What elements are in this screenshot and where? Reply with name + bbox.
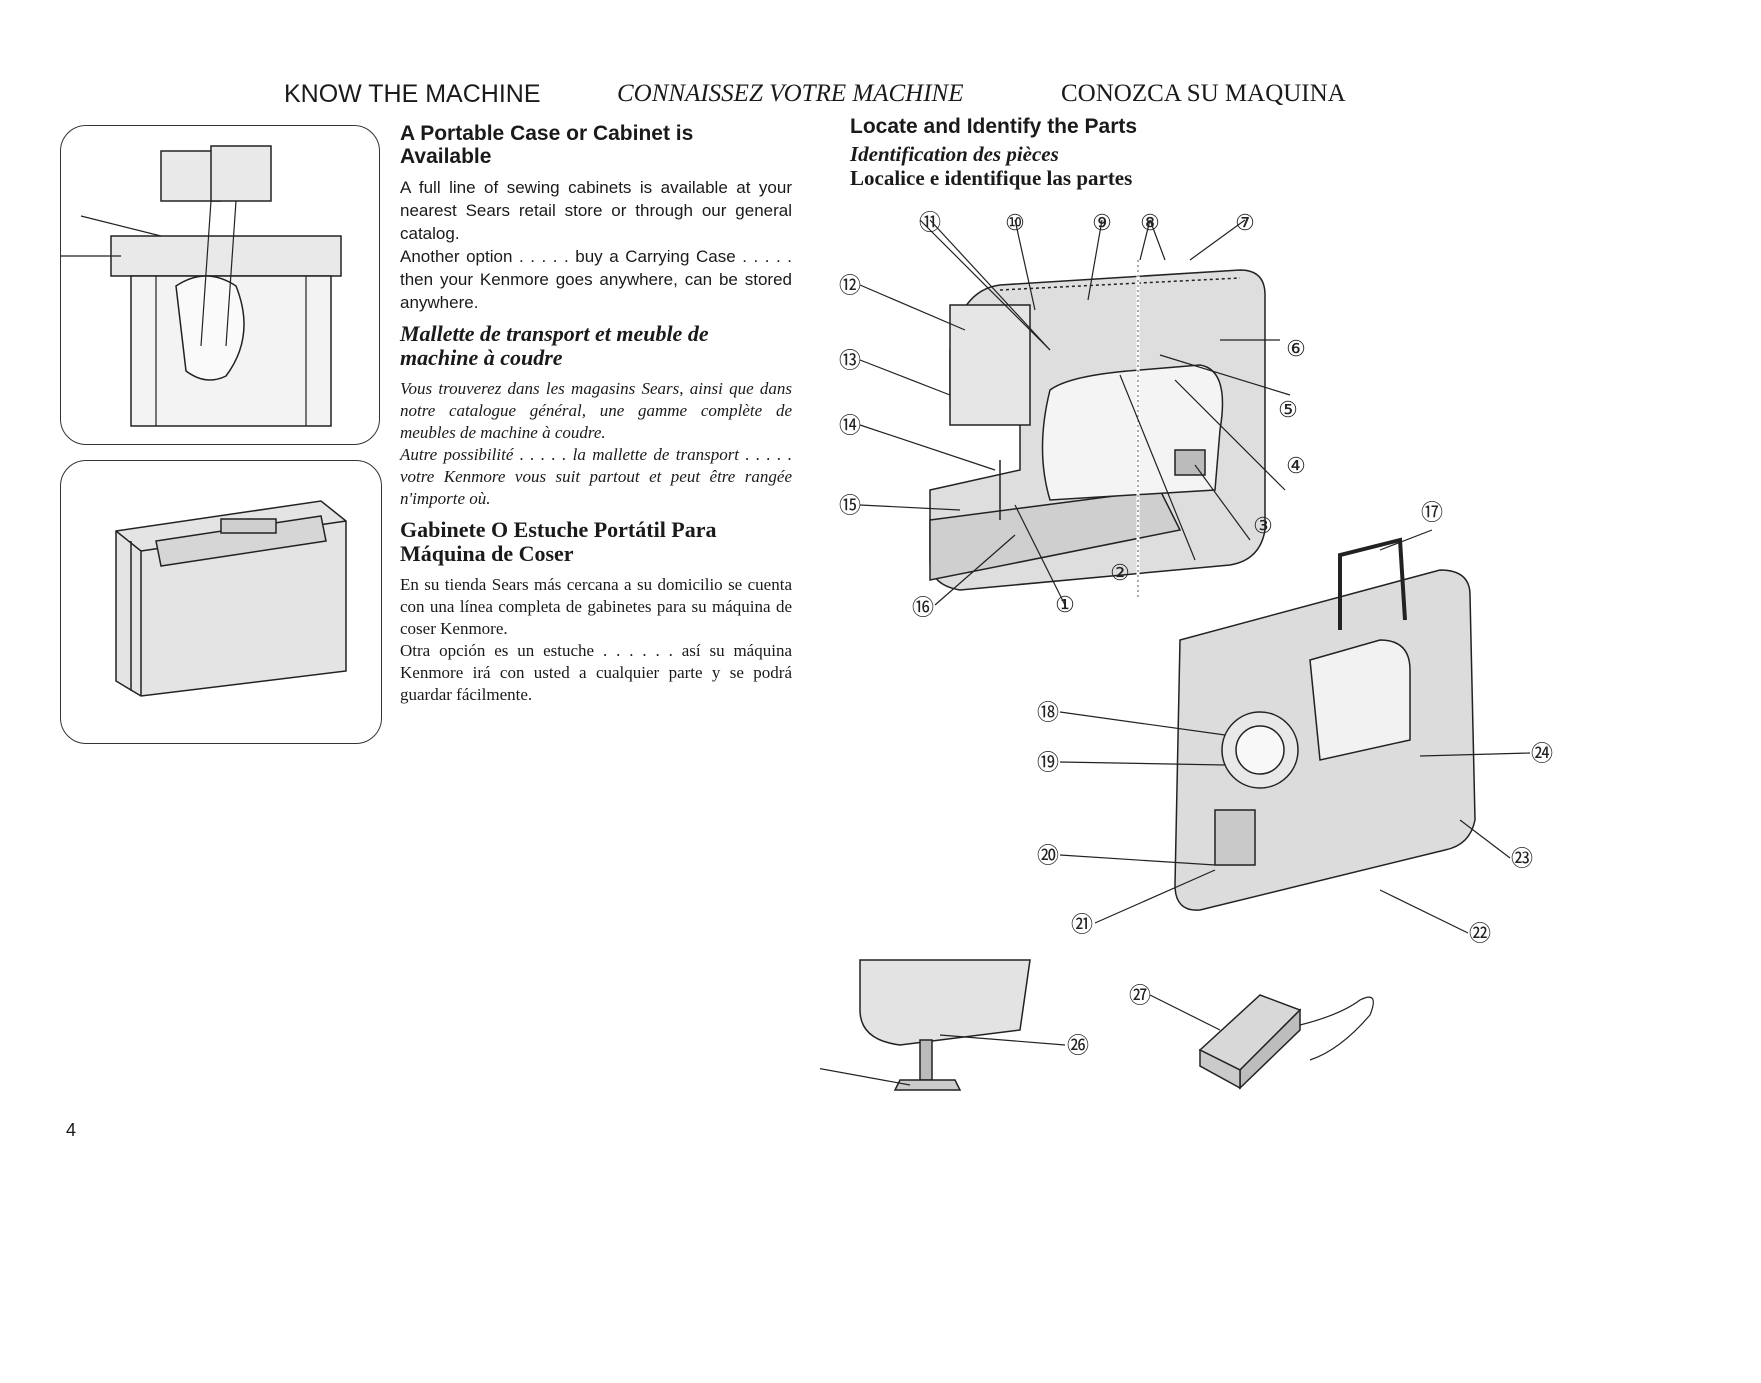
carrying-case-illustration-panel xyxy=(60,460,382,744)
carrying-case-illustration xyxy=(61,461,381,743)
page-number: 4 xyxy=(66,1120,76,1141)
callout-9: ⑨ xyxy=(1092,210,1112,235)
case-paragraph-spanish-1: En su tienda Sears más cercana a su domi… xyxy=(400,574,792,640)
callout-8: ⑧ xyxy=(1140,210,1160,235)
case-heading-english: A Portable Case or Cabinet is Available xyxy=(400,122,730,168)
callout-22: ㉒ xyxy=(1469,921,1491,946)
sewing-machine-front-view xyxy=(930,260,1265,600)
callout-18: ⑱ xyxy=(1037,700,1059,725)
presser-foot-detail xyxy=(860,960,1030,1090)
case-paragraph-french-2: Autre possibilité . . . . . la mallette … xyxy=(400,444,792,510)
case-paragraph-french-1: Vous trouverez dans les magasins Sears, … xyxy=(400,378,792,444)
cabinet-illustration xyxy=(61,126,379,444)
callout-24: ㉔ xyxy=(1531,741,1553,766)
callout-21: ㉑ xyxy=(1071,912,1093,937)
callout-13: ⑬ xyxy=(839,348,861,373)
case-paragraph-english-2: Another option . . . . . buy a Carrying … xyxy=(400,245,792,314)
header-spanish: CONOZCA SU MAQUINA xyxy=(1061,80,1346,108)
foot-controller xyxy=(1200,995,1373,1088)
parts-heading-french: Identification des pièces xyxy=(850,142,1059,167)
callout-10: ⑩ xyxy=(1005,210,1025,235)
parts-heading-english: Locate and Identify the Parts xyxy=(850,115,1137,139)
callout-12: ⑫ xyxy=(839,273,861,298)
callout-1: ① xyxy=(1055,592,1075,617)
case-paragraph-spanish-2: Otra opción es un estuche . . . . . . as… xyxy=(400,640,792,706)
callout-27: ㉗ xyxy=(1129,983,1151,1008)
header-french: CONNAISSEZ VOTRE MACHINE xyxy=(617,80,963,108)
callout-26: ㉖ xyxy=(1067,1033,1089,1058)
callout-20: ⑳ xyxy=(1037,843,1059,868)
callout-2: ② xyxy=(1110,560,1130,585)
callout-16: ⑯ xyxy=(912,595,934,620)
callout-19: ⑲ xyxy=(1037,750,1059,775)
callout-6: ⑥ xyxy=(1286,336,1306,361)
case-heading-french: Mallette de transport et meuble de machi… xyxy=(400,322,760,370)
case-section: A Portable Case or Cabinet is Available … xyxy=(400,122,792,706)
callout-17: ⑰ xyxy=(1421,500,1443,525)
callout-7: ⑦ xyxy=(1235,210,1255,235)
cabinet-illustration-panel xyxy=(60,125,380,445)
parts-diagram: ① ② ③ ④ ⑤ ⑥ ⑦ ⑧ ⑨ ⑩ ⑪ ⑫ ⑬ ⑭ ⑮ ⑯ ⑰ ⑱ ⑲ ⑳ … xyxy=(820,200,1580,1120)
sewing-machine-rear-view xyxy=(1175,540,1475,910)
callout-4: ④ xyxy=(1286,453,1306,478)
header-english: KNOW THE MACHINE xyxy=(284,80,541,109)
callout-5: ⑤ xyxy=(1278,397,1298,422)
callout-3: ③ xyxy=(1253,513,1273,538)
callout-15: ⑮ xyxy=(839,493,861,518)
parts-heading-spanish: Localice e identifique las partes xyxy=(850,166,1132,191)
callout-23: ㉓ xyxy=(1511,846,1533,871)
callout-11: ⑪ xyxy=(919,210,941,235)
case-paragraph-english-1: A full line of sewing cabinets is availa… xyxy=(400,176,792,245)
callout-14: ⑭ xyxy=(839,413,861,438)
case-heading-spanish: Gabinete O Estuche Portátil Para Máquina… xyxy=(400,518,740,566)
